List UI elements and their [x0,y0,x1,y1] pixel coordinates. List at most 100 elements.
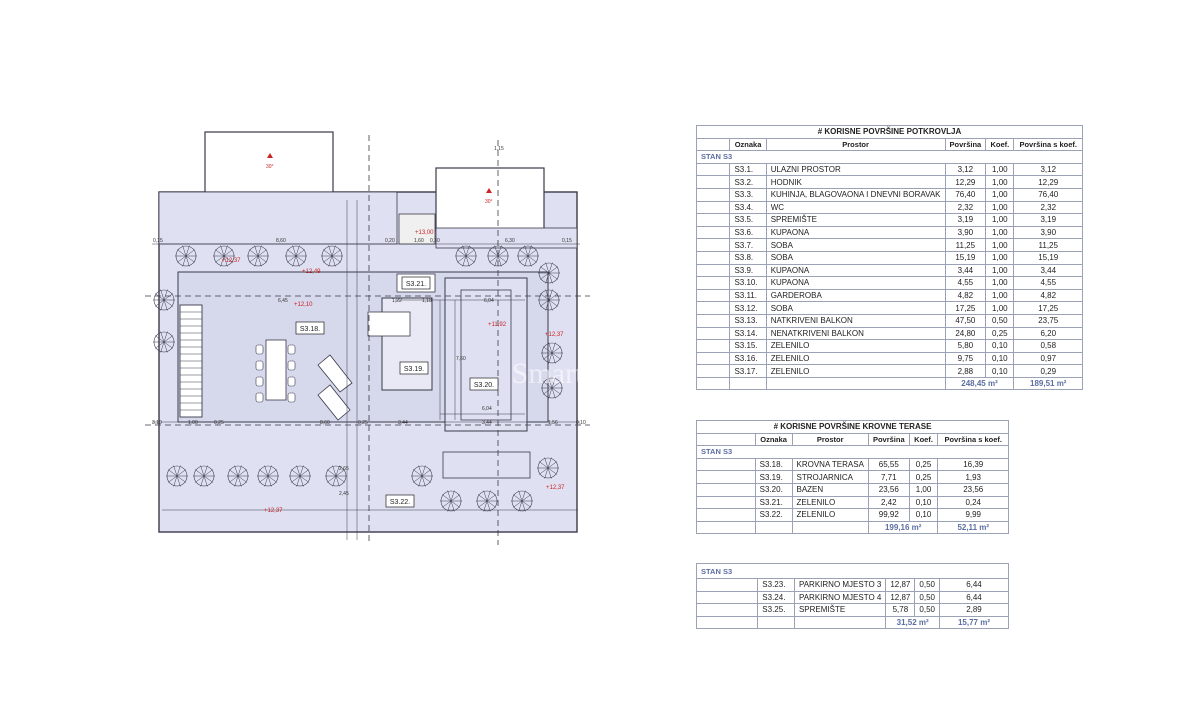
row-area-coef: 17,25 [1013,301,1083,315]
tree-symbol [213,245,235,267]
tree-symbol [285,245,307,267]
row-area: 3,19 [944,213,987,227]
dim-label: 8,60 [276,238,286,244]
row-space: STROJARNICA [791,470,869,484]
level-mark: +12,10 [294,302,313,308]
row-area-coef: 16,39 [937,457,1009,472]
row-code: S3.4. [729,200,767,215]
row-space: KUPAONA [765,263,946,278]
row-code: S3.12. [729,301,767,315]
row-coef: 1,00 [985,263,1015,278]
row-area-coef: 6,44 [938,578,1010,592]
row-area-coef: 1,93 [937,470,1009,484]
row-area-coef: 0,29 [1013,364,1083,378]
row-coef: 0,10 [908,495,939,510]
row-space: SOBA [765,301,946,315]
row-coef: 0,10 [985,339,1015,353]
group-label: STAN S3 [696,563,1009,579]
table-potkrovlje: # KORISNE POVRŠINE POTKROVLJA Oznaka Pro… [695,125,1083,391]
row-coef: 1,00 [985,276,1015,290]
row-area: 15,19 [944,250,987,265]
dim-label: 1,22 [392,298,402,304]
group-label: STAN S3 [696,150,1083,164]
dim-label: 3,10 [152,420,162,426]
row-area: 47,50 [944,313,987,328]
row-code: S3.15. [729,339,767,353]
dim-label: 0,20 [385,238,395,244]
row-space: KROVNA TERASA [791,457,869,472]
row-space: HODNIK [765,175,946,189]
row-code: S3.2. [729,175,767,189]
tree-symbol [538,289,560,311]
row-area-coef: 0,24 [937,495,1009,510]
pool-step [442,451,531,479]
chair [255,360,264,371]
row-area-coef: 23,56 [937,482,1009,497]
tree-symbol [153,331,175,353]
row-area-coef: 12,29 [1013,175,1083,189]
watermark: Smart Invest [512,357,600,390]
row-area: 2,42 [867,495,910,510]
row-coef: 0,10 [985,364,1015,378]
row-space: KUHINJA, BLAGOVAONA I DNEVNI BORAVAK [765,187,946,202]
row-coef: 1,00 [985,238,1015,252]
col-header: Prostor [791,432,869,447]
row-area: 9,75 [944,351,987,366]
row-area-coef: 11,25 [1013,238,1083,252]
row-coef: 0,25 [908,457,939,472]
row-area: 3,44 [944,263,987,278]
row-area-coef: 3,19 [1013,213,1083,227]
tree-symbol [321,245,343,267]
dim-label: 1,60 [414,238,424,244]
row-area: 24,80 [944,326,987,341]
row-space: ZELENILO [791,495,869,510]
col-header: Oznaka [729,137,767,152]
row-coef: 1,00 [985,162,1015,177]
row-coef: 1,00 [908,482,939,497]
col-header: Površina s koef. [1013,137,1083,152]
table-title: # KORISNE POVRŠINE POTKROVLJA [696,125,1083,139]
row-code: S3.17. [729,364,767,378]
row-area-coef: 6,44 [938,590,1010,605]
row-space: GARDEROBA [765,288,946,303]
tree-symbol [511,490,533,512]
row-space: ZELENILO [765,364,946,378]
table-krovna-terasa: # KORISNE POVRŠINE KROVNE TERASE Oznaka … [696,420,1009,535]
row-area: 23,56 [867,482,910,497]
tree-symbol [175,245,197,267]
tree-symbol [537,457,559,479]
row-area: 5,78 [885,603,916,617]
row-code: S3.25. [757,603,795,617]
pool-outline [444,277,528,432]
row-coef: 0,50 [914,603,940,617]
row-coef: 0,25 [908,470,939,484]
col-header: Površina [867,432,910,447]
dim-label: 8,60 [320,420,330,426]
row-code: S3.5. [729,213,767,227]
tree-symbol [257,465,279,487]
row-area: 17,25 [944,301,987,315]
dim-label: 3,44 [398,420,408,426]
row-code: S3.11. [729,288,767,303]
row-area-coef: 15,19 [1013,250,1083,265]
stair-top [367,311,411,337]
row-area: 2,88 [944,364,987,378]
row-area-coef: 0,58 [1013,339,1083,353]
tree-symbol [227,465,249,487]
row-space: ZELENILO [765,339,946,353]
tree-symbol [476,490,498,512]
row-space: ULAZNI PROSTOR [765,162,946,177]
dim-label: 6,04 [482,406,492,412]
row-coef: 1,00 [985,288,1015,303]
chair [287,344,296,355]
